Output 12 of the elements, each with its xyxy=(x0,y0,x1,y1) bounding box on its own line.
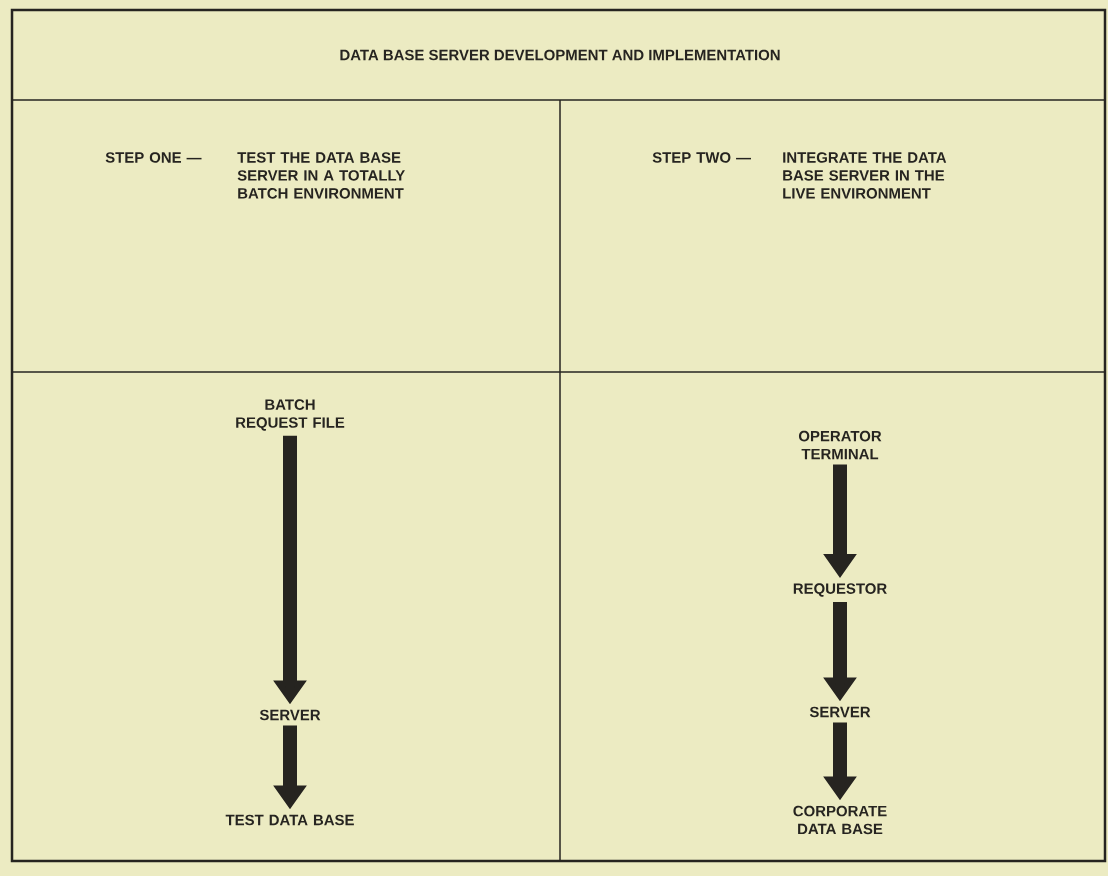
node-label: TEST DATA BASE xyxy=(225,814,354,826)
node-label: SERVER xyxy=(259,709,321,721)
table-title: DATA BASE SERVER DEVELOPMENT AND IMPLEMENTATION xyxy=(340,49,780,61)
step-text: STEP ONE — xyxy=(105,152,202,163)
node-label: REQUESTOR xyxy=(793,583,887,597)
step-text: STEP TWO — xyxy=(652,152,751,163)
step-text: INTEGRATE THE DATA BASE SERVER IN THE LIVE ENVIRONMENT xyxy=(783,152,947,199)
node-label: BATCH REQUEST FILE xyxy=(236,399,345,431)
node-label: CORPORATE DATA BASE xyxy=(793,805,887,835)
node-label: OPERATOR TERMINAL xyxy=(798,430,882,460)
step-text: TEST THE DATA BASE SERVER IN A TOTALLY BATCH ENVIRONMENT xyxy=(237,152,405,199)
node-label: SERVER xyxy=(809,706,871,718)
